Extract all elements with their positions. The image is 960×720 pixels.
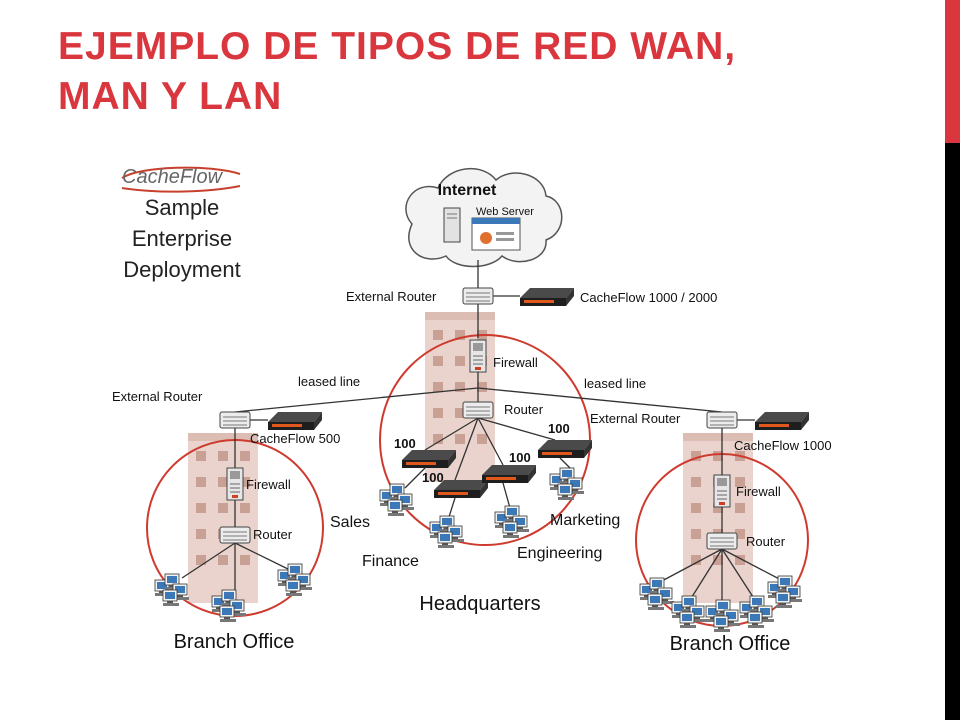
caption-line-1: Sample (145, 195, 220, 220)
branch-right-computers-icon-3 (706, 600, 740, 632)
network-diagram: CacheFlow Sample Enterprise Deployment I… (100, 150, 870, 670)
network-diagram-svg: CacheFlow Sample Enterprise Deployment I… (112, 166, 832, 655)
hq-router-icon (462, 401, 494, 419)
hq-engineering-computers-icon (495, 506, 529, 538)
branch-right-external-router-label: External Router (590, 411, 681, 426)
right-edge-bar (945, 0, 960, 720)
hq-title: Headquarters (419, 593, 540, 615)
hq-link-label-2: 100 (422, 470, 444, 485)
hq-link-label-3: 100 (509, 450, 531, 465)
branch-left-title: Branch Office (174, 631, 295, 653)
web-server-icon (443, 207, 521, 251)
web-server-label: Web Server (476, 206, 534, 218)
cacheflow-logo: CacheFlow (121, 166, 241, 193)
hq-link-label-4: 100 (548, 421, 570, 436)
branch-right-router-label: Router (746, 534, 786, 549)
branch-right-firewall-icon (713, 474, 731, 508)
hq-firewall-icon (469, 339, 487, 373)
branch-right-external-router-icon (706, 411, 738, 429)
slide-title-line-2: MAN Y LAN (58, 75, 283, 118)
connection-lines (181, 260, 786, 605)
leased-line-left-label: leased line (298, 374, 360, 389)
branch-left-computers-icon-3 (278, 564, 312, 596)
cacheflow-logo-text: CacheFlow (122, 166, 224, 188)
caption-line-3: Deployment (123, 257, 240, 282)
branch-left-firewall-icon (226, 467, 244, 501)
caption-line-2: Enterprise (132, 226, 232, 251)
internet-label: Internet (438, 182, 497, 199)
hq-external-router-label: External Router (346, 289, 437, 304)
branch-left-computers-icon-1 (155, 574, 189, 606)
branch-left-firewall-label: Firewall (246, 477, 291, 492)
hq-cacheflow-label: CacheFlow 1000 / 2000 (580, 290, 717, 305)
hq-marketing-computers-icon (550, 468, 584, 500)
hq-switch-icon-4 (538, 440, 592, 458)
branch-left-external-router-icon (219, 411, 251, 429)
branch-right-router-icon (706, 532, 738, 550)
leased-line-right-label: leased line (584, 376, 646, 391)
branch-right-cacheflow-icon (755, 412, 809, 430)
hq-switch-icon-1 (402, 450, 456, 468)
hq-cacheflow-icon (520, 288, 574, 306)
branch-right-computers-icon-1 (640, 578, 674, 610)
branch-left-building-icon (188, 433, 258, 603)
hq-switch-icon-3 (482, 465, 536, 483)
branch-left-cacheflow-icon (268, 412, 322, 430)
branch-right-title: Branch Office (670, 633, 791, 655)
branch-left-router-icon (219, 526, 251, 544)
slide-title: EJEMPLO DE TIPOS DE RED WAN, MAN Y LAN (58, 22, 918, 122)
branch-right-firewall-label: Firewall (736, 484, 781, 499)
hq-finance-computers-icon (430, 516, 464, 548)
hq-external-router-icon (462, 287, 494, 305)
slide-title-line-1: EJEMPLO DE TIPOS DE RED WAN, (58, 25, 737, 68)
hq-firewall-label: Firewall (493, 355, 538, 370)
branch-left-router-label: Router (253, 527, 293, 542)
branch-left-external-router-label: External Router (112, 389, 203, 404)
branch-right-cacheflow-label: CacheFlow 1000 (734, 438, 832, 453)
hq-link-label-1: 100 (394, 436, 416, 451)
hq-dept-marketing: Marketing (550, 512, 620, 529)
hq-dept-sales: Sales (330, 514, 370, 531)
hq-dept-engineering: Engineering (517, 545, 602, 562)
right-accent-bar (945, 0, 960, 143)
hq-router-label: Router (504, 402, 544, 417)
hq-dept-finance: Finance (362, 553, 419, 570)
branch-left-cacheflow-label: CacheFlow 500 (250, 431, 340, 446)
